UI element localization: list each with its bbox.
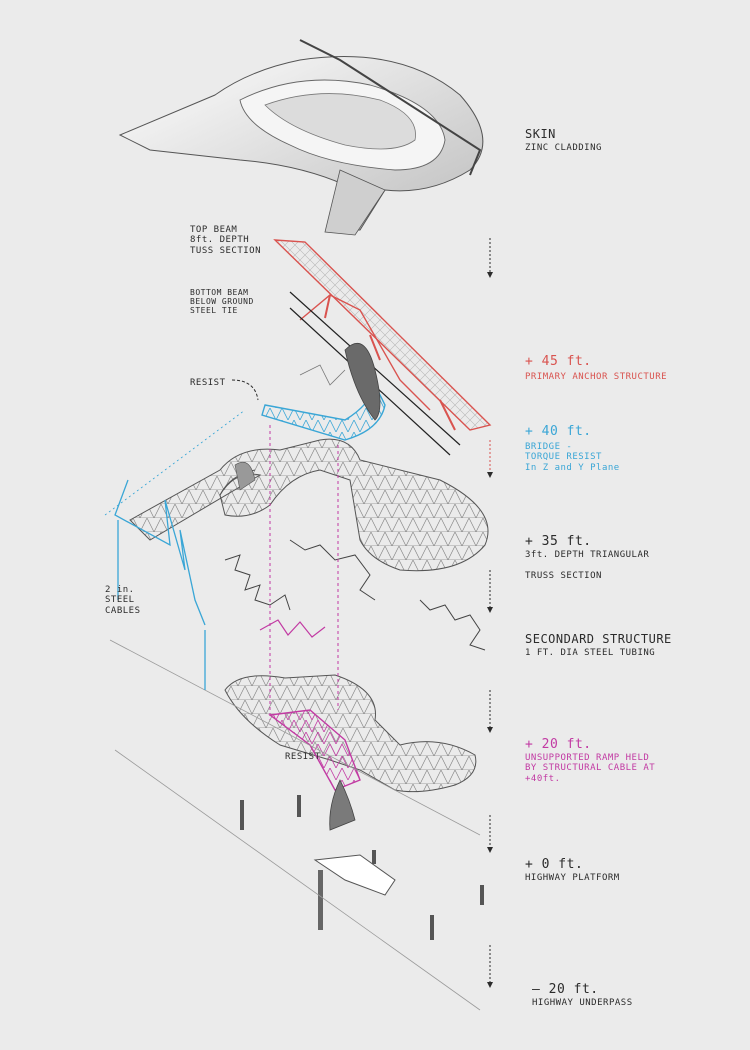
- steel-cables-label: 2 in. STEEL CABLES: [105, 585, 141, 616]
- level-0-elevation: + 0 ft.: [525, 857, 584, 872]
- highway-platform-layer: [240, 795, 484, 940]
- level-20-desc: UNSUPPORTED RAMP HELD BY STRUCTURAL CABL…: [525, 753, 656, 784]
- bridge-layer: [231, 343, 386, 441]
- ramp-layer: [224, 674, 477, 831]
- secondary-subtitle: 1 FT. DIA STEEL TUBING: [525, 648, 656, 658]
- level-45-desc: PRIMARY ANCHOR STRUCTURE: [525, 372, 668, 382]
- level-40-desc: BRIDGE - TORQUE RESIST In Z and Y Plane: [525, 442, 620, 473]
- ramp-cables: [269, 425, 339, 720]
- secondary-title: SECONDARD STRUCTURE: [525, 632, 672, 646]
- level-35-elevation: + 35 ft.: [525, 534, 592, 549]
- skin-subtitle: ZINC CLADDING: [525, 143, 602, 153]
- main-truss-layer: [129, 438, 489, 572]
- level-45-elevation: + 45 ft.: [525, 354, 592, 369]
- skin-title: SKIN: [525, 127, 556, 141]
- primary-anchor-layer: [273, 239, 492, 456]
- level-minus20-desc: HIGHWAY UNDERPASS: [532, 998, 633, 1008]
- level-40-elevation: + 40 ft.: [525, 424, 592, 439]
- skin-layer: [118, 39, 484, 236]
- level-0-desc: HIGHWAY PLATFORM: [525, 873, 620, 883]
- level-minus20-elevation: — 20 ft.: [532, 982, 599, 997]
- reference-lines: [104, 409, 481, 1011]
- resist-upper-label: RESIST: [190, 378, 226, 388]
- level-35-desc: 3ft. DEPTH TRIANGULAR TRUSS SECTION: [525, 550, 650, 581]
- secondary-structure-layer: [224, 539, 486, 651]
- steel-cables: [114, 479, 206, 690]
- level-20-elevation: + 20 ft.: [525, 737, 592, 752]
- resist-lower-label: RESIST: [285, 752, 321, 762]
- top-beam-label: TOP BEAM 8ft. DEPTH TUSS SECTION: [190, 225, 262, 256]
- bottom-beam-label: BOTTOM BEAM BELOW GROUND STEEL TIE: [190, 288, 254, 316]
